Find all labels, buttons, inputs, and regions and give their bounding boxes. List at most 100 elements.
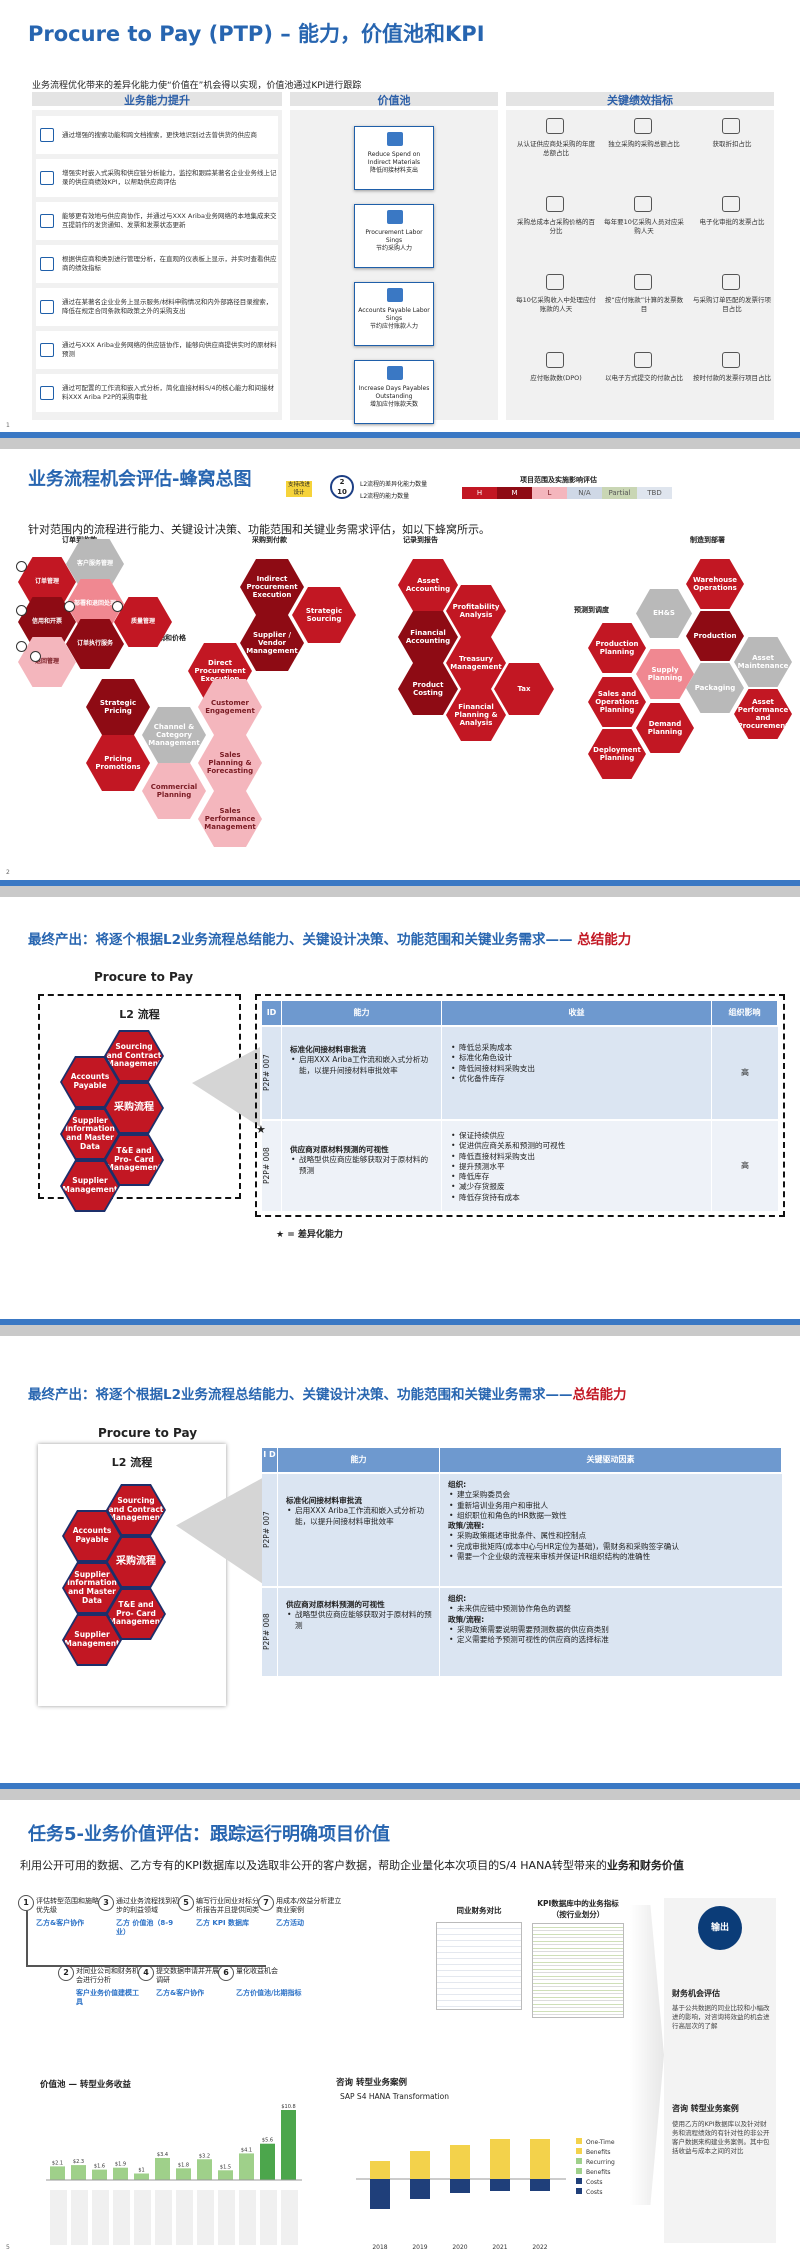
kpi-label: 每年要10亿采购人员对应采购人天 [604,218,684,235]
benefit-bullet: 保证持续供应 [450,1131,705,1142]
value-bar [92,2169,107,2180]
capability-icon [40,257,54,271]
slide-value-tracking: 任务5-业务价值评估：跟踪运行明确项目价值 利用公开可用的数据、乙方专有的KPI… [0,1800,800,2259]
kpi-db-doc: KPI数据库中的业务指标（按行业划分） [532,1898,624,2023]
capability-text: 根据供应商和类别进行管理分析，在直观的仪表板上显示，并实时查看供应商的绩效指标 [62,255,277,272]
value-bar [134,2173,149,2180]
capability-bullet: 战略型供应商应能够获取对于原材料的预测 [290,1155,435,1176]
slide4-title-text: 最终产出：将逐个根据L2业务流程总结能力、关键设计决策、功能范围和关键业务需求—… [28,1387,573,1403]
value-bar-label: $1 [138,2168,144,2174]
capability-bullets: 战略型供应商应能够获取对于原材料的预测 [286,1610,433,1631]
step-connector [26,1911,28,1965]
priority-l-swatch: L [532,487,567,499]
hex-sales-0: Strategic Pricing [86,679,150,735]
value-chart-title: 价值池 — 转型业务收益 [40,2080,131,2090]
kpi-label: 从认证供应商处采购的年度总额占比 [517,140,595,157]
row-capability: 供应商对原材料预测的可视性战略型供应商应能够获取对于原材料的预测 [278,1588,439,1676]
step-text: 提交数据申请并开展调研 [156,1967,219,1984]
hex-f2s-5: Deployment Planning [588,729,646,779]
hex-f2s-2: Supply Planning [636,649,694,699]
step-text: 通过业务流程找到初步的利益领域 [116,1897,179,1914]
bc-legend-swatch [576,2188,582,2194]
output-circle: 输出 [698,1906,742,1950]
step-actor: 乙方 价值池（8-9业） [116,1919,174,1936]
row-capability: 供应商对原材料预测的可视性战略型供应商应能够获取对于原材料的预测 [282,1121,441,1211]
step-number: 3 [98,1895,114,1911]
l2-hex: Supplier Information and Master Data [60,1108,120,1160]
value-bar [155,2157,170,2180]
group-label-f2s: 预测到调度 [574,606,609,614]
capability-icon [40,171,54,185]
driver-bullet: 采购政策概述审批条件、属性和控制点 [448,1531,776,1542]
step-actor: 乙方活动 [276,1919,304,1927]
capability-text: 通过与XXX Ariba业务网络的供应链协作，能够向供应商提供实时的原材料预测 [62,341,277,358]
row-drivers: 组织:未来供应链中预测协作角色的调整政策/流程:采购政策需要说明需要预测数据的供… [440,1588,782,1676]
bc-legend-label: Benefits [586,2149,611,2156]
output-2-title: 咨询 转型业务案例 [672,2104,739,2113]
benefit-bullet: 降低直接材料采购支出 [450,1152,705,1163]
bc-legend-swatch [576,2138,582,2144]
capability-icon [40,386,54,400]
kpi-cell: 按时付款的发票行项目占比 [692,352,772,422]
l2-hex-label: Supplier Management [64,1616,120,1664]
kpi-cell: 按“应付账款”计算的发票数目 [604,274,684,344]
kpi-cell: 与采购订单匹配的发票行项目占比 [692,274,772,344]
bc-legend-swatch [576,2178,582,2184]
step-number: 7 [258,1895,274,1911]
hex-r2r-0: Asset Accounting [398,559,458,611]
value-pool-chart: $2.1$2.3$1.6$1.9$1$3.4$1.8$3.2$1.5$4.1$5… [46,2104,302,2245]
priority-h-swatch: H [462,487,497,499]
benchmark-thumbnail [436,1922,522,2010]
driver-bullet: 建立采购委员会 [448,1490,776,1501]
bc-year-label: 2021 [492,2244,507,2251]
kpi-cell: 电子化审批的发票占比 [692,196,772,266]
driver-bullets: 建立采购委员会重新培训业务用户和审批人组织职位和角色的HR数据一致性 [448,1490,776,1521]
hex-f2s-0: EH&S [636,589,692,638]
value-desc-cell [176,2190,193,2245]
priority-tbd-swatch: TBD [637,487,672,499]
capability-row: 通过增强的搜索功能和跨文档搜索，更快地识别过去曾供货的供应商 [36,116,278,154]
priority-na-swatch: N/A [567,487,602,499]
capability-bullets: 启用XXX Ariba工作流和嵌入式分析功能，以提升间接材料审批效率 [290,1055,435,1076]
benefit-bullet: 优化备件库存 [450,1074,705,1085]
honeycomb-map: 订单到收款采购到付款记录到报告预测到调度制造到部署销售、促销和价格订单管理客户服… [0,536,800,879]
hex-p2p-2: Supplier / Vendor Management [240,615,304,671]
l2-label: L2 流程 [119,1008,160,1021]
benefit-bullet: 降低库存 [450,1172,705,1183]
kpi-label: 按时付款的发票行项目占比 [693,374,771,382]
driver-bullet: 重新培训业务用户和审批人 [448,1501,776,1512]
hex-r2r-3: Treasury Management [446,637,506,689]
capability-list: 通过增强的搜索功能和跨文档搜索，更快地识别过去曾供货的供应商增强实时嵌入式采购和… [32,110,282,420]
hex-r2r-2: Financial Accounting [398,611,458,663]
hex-m2d-0: Warehouse Operations [686,559,744,609]
hex-f2s-3: Sales and Operations Planning [588,677,646,727]
group-label-r2r: 记录到报告 [403,536,438,544]
driver-bullet: 需要一个企业级的流程来审核并保证HR组织结构的准确性 [448,1552,776,1563]
bc-legend-label: One-Time [586,2139,615,2146]
bc-year-label: 2020 [452,2244,467,2251]
value-bar [50,2166,65,2180]
kpi-header: 关键绩效指标 [506,92,774,107]
capability-bullets: 战略型供应商应能够获取对于原材料的预测 [290,1155,435,1176]
hex-r2r-6: Financial Planning & Analysis [446,689,506,741]
table-box [255,994,785,1217]
capability-title: 标准化间接材料审批流 [290,1045,366,1054]
row-capability: 标准化间接材料审批流启用XXX Ariba工作流和嵌入式分析功能，以提升间接材料… [282,1027,441,1119]
capability-row: 通过与XXX Ariba业务网络的供应链协作，能够向供应商提供实时的原材料预测 [36,331,278,369]
kpi-icon [546,196,564,212]
slide-ptp-value: Procure to Pay (PTP) – 能力，价值池和KPI 业务流程优化… [0,0,800,438]
step-text: 用成本/效益分析建立商业案例 [276,1897,342,1914]
l2-hex-label: Accounts Payable [62,1058,118,1106]
value-pool-card: Procurement Labor Sings 节约采购人力 [354,204,434,268]
legend-l1: L2流程的差异化能力数量 [360,481,428,488]
kpi-cell: 独立采购的采购总额占比 [604,118,684,188]
kpi-cell: 每年要10亿采购人员对应采购人天 [604,196,684,266]
capability-bullet: 启用XXX Ariba工作流和嵌入式分析功能，以提升间接材料审批效率 [286,1506,433,1527]
capability-title: 供应商对原材料预测的可视性 [290,1145,389,1154]
step-actor: 乙方&客户协作 [156,1989,205,1997]
